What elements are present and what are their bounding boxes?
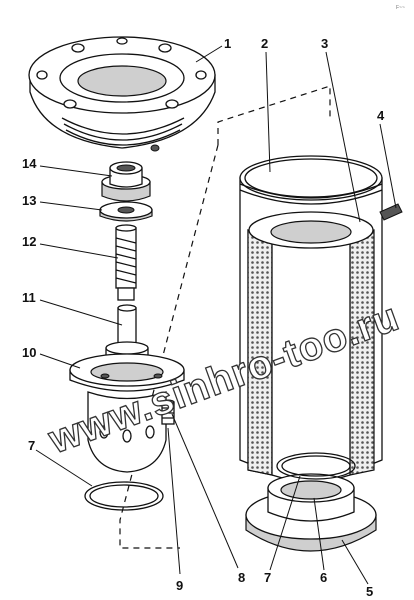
dashed-boundary	[119, 85, 331, 549]
callout-6: 6	[320, 570, 327, 585]
callout-2: 2	[261, 36, 268, 51]
callout-12: 12	[22, 234, 36, 249]
corner-mark: F~~	[396, 5, 405, 11]
callout-9: 9	[176, 578, 183, 593]
leader-lines	[35, 45, 397, 585]
part-1-flange	[28, 36, 216, 152]
part-12-stud	[115, 224, 137, 301]
callout-14: 14	[22, 156, 37, 171]
callout-11: 11	[22, 290, 36, 305]
part-10-head	[69, 304, 185, 473]
callout-13: 13	[22, 193, 36, 208]
callout-3: 3	[321, 36, 328, 51]
callout-7-left: 7	[28, 438, 35, 453]
callout-8: 8	[238, 570, 245, 585]
callouts: 1 2 3 4 14 13 12 11 10 7 9 8 7 6 5	[22, 36, 385, 599]
callout-10: 10	[22, 345, 36, 360]
part-14-nut	[101, 161, 151, 202]
callout-4: 4	[377, 108, 385, 123]
part-7-oring-left	[84, 481, 164, 511]
part-8-plug	[161, 399, 175, 425]
callout-5: 5	[366, 584, 373, 599]
part-13-washer	[99, 201, 153, 222]
callout-1: 1	[224, 36, 231, 51]
callout-7-right: 7	[264, 570, 271, 585]
part-2-housing	[239, 155, 403, 483]
